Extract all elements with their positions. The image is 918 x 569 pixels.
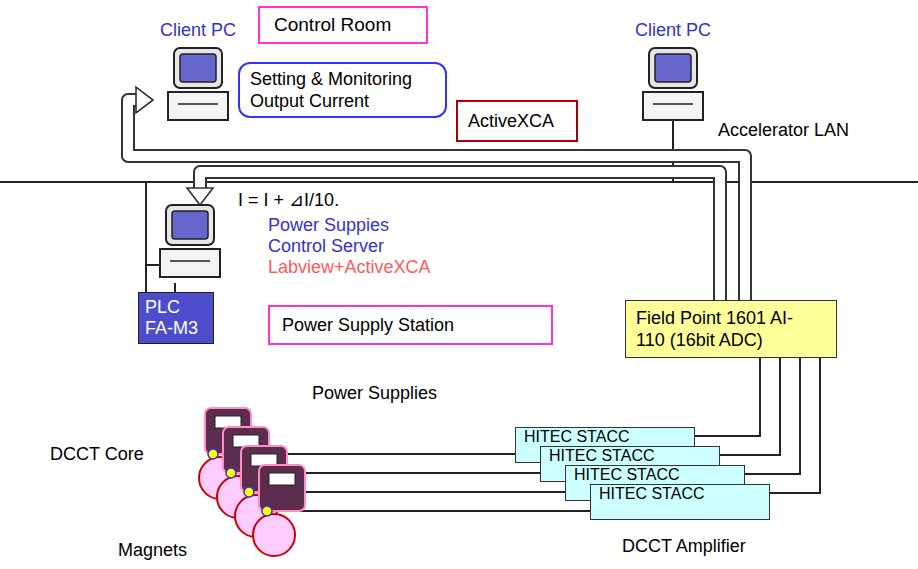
pc-icon	[168, 48, 228, 120]
lan-drop	[145, 182, 147, 292]
node-text: Power Supply Station	[282, 314, 454, 336]
part-label: Power Supplies	[312, 383, 437, 404]
node-text: Control Room	[274, 13, 391, 37]
wire	[720, 358, 780, 455]
node-text: HITEC STACC	[524, 428, 629, 445]
node-text: Power Suppies Control Server	[268, 215, 418, 257]
signal-line	[770, 358, 820, 493]
wire	[770, 358, 820, 493]
arrow-fill	[200, 172, 720, 300]
part-label: Magnets	[118, 540, 187, 561]
power-supply	[205, 408, 305, 511]
adc-box: Field Point 1601 AI-110 (16bit ADC)	[625, 300, 837, 358]
station-box: Power Supply Station	[268, 305, 553, 345]
client-pc: Client PC	[628, 20, 718, 120]
data-flow-arrow	[128, 87, 745, 300]
signal-line	[175, 283, 176, 292]
node-text: HITEC STACC	[574, 466, 679, 483]
lan-drop	[146, 264, 160, 266]
node-text: Field Point 1601 AI-110 (16bit ADC)	[636, 307, 816, 351]
arrow-outline	[128, 100, 745, 300]
dcct-core	[208, 449, 272, 516]
node-text: ActiveXCA	[468, 110, 554, 132]
node-text: Labview+ActiveXCA	[268, 257, 430, 278]
arrow-head	[187, 188, 213, 205]
part-label: DCCT Amplifier	[622, 536, 746, 557]
network-label: Accelerator LAN	[718, 120, 849, 141]
pc-icon	[160, 205, 220, 277]
amplifier-box: HITEC STACC	[590, 484, 770, 520]
wire	[174, 283, 176, 292]
part-label: DCCT Core	[50, 444, 144, 465]
signal-line	[695, 358, 760, 436]
arrow-head	[136, 87, 153, 113]
wire	[745, 358, 800, 474]
arrow-outline	[200, 172, 720, 300]
data-flow-arrow	[187, 172, 720, 300]
pc-icon	[643, 48, 703, 120]
wire	[695, 358, 760, 436]
signal-line	[720, 358, 780, 455]
client-pc: Client PC	[153, 20, 243, 120]
node-text: Setting & Monitoring Output Current	[250, 68, 435, 112]
lan-line	[0, 181, 918, 183]
protocol-box: ActiveXCA	[456, 100, 578, 142]
arrow-fill	[128, 100, 745, 300]
node-text: Client PC	[160, 20, 236, 41]
room-box: Control Room	[258, 6, 428, 44]
control-server: Power Suppies Control ServerLabview+Acti…	[160, 205, 430, 283]
node-text: PLC FA-M3	[145, 297, 207, 339]
node-text: HITEC STACC	[599, 485, 704, 502]
note-box: Setting & Monitoring Output Current	[238, 62, 447, 118]
formula-label: I = I + ⊿I/10.	[238, 190, 339, 211]
node-text: Client PC	[635, 20, 711, 41]
plc-box: PLC FA-M3	[138, 292, 214, 344]
signal-line	[745, 358, 800, 474]
node-text: HITEC STACC	[549, 447, 654, 464]
